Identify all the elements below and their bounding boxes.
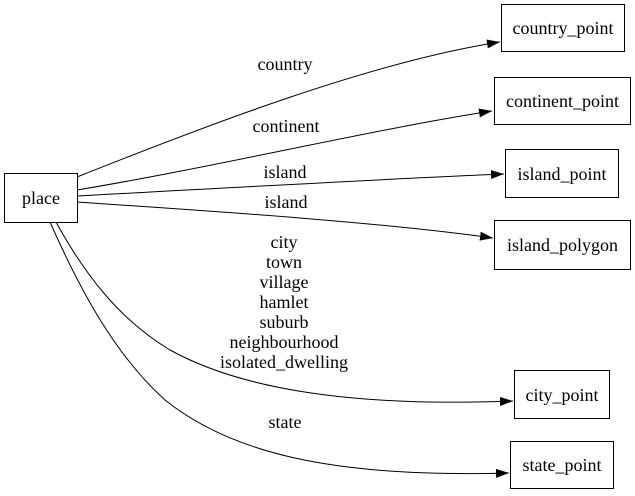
edge-label-country: country xyxy=(257,54,313,74)
node-place-label: place xyxy=(22,188,60,208)
node-country-point: country_point xyxy=(501,4,625,52)
node-state-point-label: state_point xyxy=(522,455,602,475)
node-continent-point-label: continent_point xyxy=(506,91,619,111)
edge-place-island-polygon xyxy=(76,201,494,241)
node-island-polygon: island_polygon xyxy=(494,220,631,270)
node-continent-point: continent_point xyxy=(494,77,631,125)
edge-label-state: state xyxy=(268,412,302,432)
node-city-point: city_point xyxy=(514,370,610,419)
node-island-point: island_point xyxy=(505,149,619,198)
edge-place-city-point xyxy=(55,221,514,406)
edge-place-island-point xyxy=(76,170,505,197)
edge-place-state-point xyxy=(49,221,510,478)
edge-label-island-2: island xyxy=(264,192,308,212)
node-country-point-label: country_point xyxy=(512,18,614,38)
edge-label-island: island xyxy=(263,162,307,182)
edge-place-continent-point xyxy=(76,108,493,191)
edge-label-city-synonyms: city town village hamlet suburb neighbou… xyxy=(220,232,348,372)
edge-label-continent: continent xyxy=(252,116,320,136)
node-state-point: state_point xyxy=(510,441,614,489)
edge-place-country-point xyxy=(76,39,501,178)
node-place: place xyxy=(4,173,78,223)
node-island-point-label: island_point xyxy=(517,163,607,184)
node-city-point-label: city_point xyxy=(525,384,599,405)
node-island-polygon-label: island_polygon xyxy=(507,235,618,255)
